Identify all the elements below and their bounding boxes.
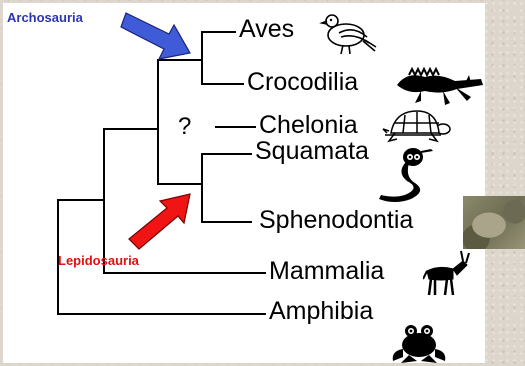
- snake-icon: [375, 143, 435, 207]
- frog-icon: [389, 321, 449, 363]
- taxon-chelonia: Chelonia: [259, 113, 358, 138]
- taxon-mammalia: Mammalia: [269, 259, 384, 284]
- lepidosauria-arrow: [129, 194, 190, 249]
- tree-branches: [58, 32, 265, 314]
- taxon-amphibia: Amphibia: [269, 299, 373, 324]
- turtle-icon: [381, 107, 453, 145]
- taxon-squamata: Squamata: [255, 139, 369, 164]
- taxon-crocodilia: Crocodilia: [247, 70, 358, 95]
- archosauria-arrow: [121, 13, 190, 59]
- archosauria-label: Archosauria: [7, 11, 83, 24]
- taxon-sphenodontia: Sphenodontia: [259, 208, 413, 233]
- crocodile-icon: [395, 65, 485, 109]
- diagram-panel: Archosauria Lepidosauria ? Aves Crocodil…: [3, 3, 485, 363]
- uncertainty-question-mark: ?: [178, 115, 191, 139]
- lepidosauria-label: Lepidosauria: [58, 254, 139, 267]
- taxon-aves: Aves: [239, 17, 294, 42]
- tuatara-photo: [463, 196, 525, 249]
- antelope-icon: [423, 249, 471, 297]
- bird-icon: [319, 7, 377, 57]
